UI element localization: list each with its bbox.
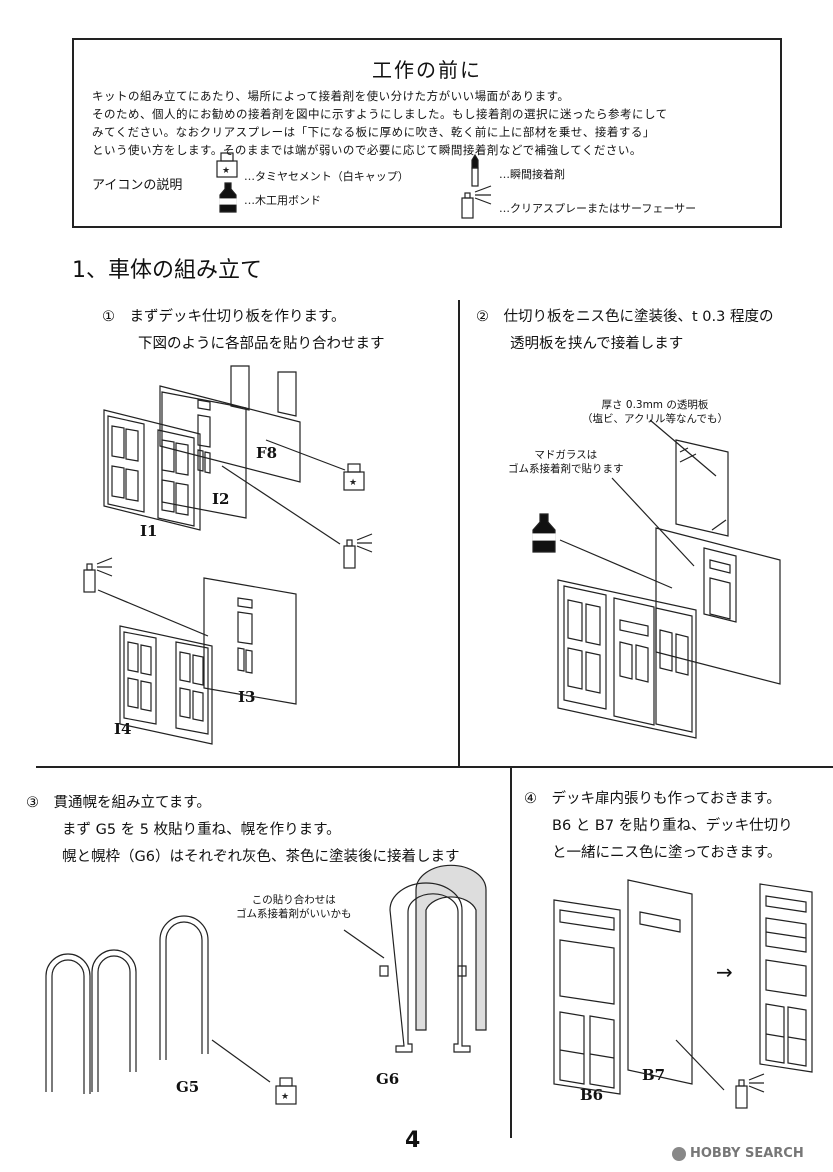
part-b7-panel bbox=[627, 879, 693, 1085]
horizontal-divider bbox=[36, 766, 833, 768]
note-line: マドガラスは bbox=[534, 449, 598, 461]
step3-line3: 幌と幌枠（G6）はそれぞれ灰色、茶色に塗装後に接着します bbox=[62, 849, 460, 865]
step2-line1: ② 仕切り板をニス色に塗装後、t 0.3 程度の bbox=[476, 309, 774, 325]
note-line: 厚さ 0.3mm の透明板 bbox=[601, 399, 709, 411]
leader-line bbox=[221, 465, 341, 545]
step4-line1: ④ デッキ扉内張りも作っておきます。 bbox=[524, 791, 781, 807]
super-glue-tube-icon bbox=[471, 153, 479, 187]
note-line: ゴム系接着剤で貼ります bbox=[508, 463, 624, 475]
part-b6-panel bbox=[553, 899, 621, 1095]
note-line: この貼り合わせは bbox=[251, 894, 336, 906]
vertical-divider-top bbox=[458, 300, 460, 766]
note-line: （塩ビ、アクリル等なんでも） bbox=[582, 413, 728, 425]
part-label-i4: I4 bbox=[114, 720, 132, 738]
step2-line2: 透明板を挟んで接着します bbox=[510, 336, 684, 352]
part-label-i2: I2 bbox=[212, 490, 230, 508]
result-arrow: → bbox=[716, 960, 733, 984]
step1-line2: 下図のように各部品を貼り合わせます bbox=[138, 336, 385, 352]
icon-legend-label: アイコンの説明 bbox=[92, 178, 183, 193]
step3-line1: ③ 貫通幌を組み立てます。 bbox=[26, 795, 211, 811]
part-label-f8: F8 bbox=[256, 444, 278, 462]
part-f8-panel bbox=[159, 365, 301, 483]
partition-panel-front bbox=[557, 579, 697, 739]
svg-text:★: ★ bbox=[222, 166, 230, 176]
step3-line2: まず G5 を 5 枚貼り重ね、幌を作ります。 bbox=[62, 822, 341, 838]
clear-spray-can-icon bbox=[343, 533, 373, 569]
watermark-text: HOBBY SEARCH bbox=[690, 1146, 804, 1161]
part-label-g5: G5 bbox=[176, 1078, 200, 1096]
clear-sheet-note: 厚さ 0.3mm の透明板 （塩ビ、アクリル等なんでも） bbox=[582, 398, 728, 426]
notice-title: 工作の前に bbox=[372, 58, 482, 82]
leader-line bbox=[675, 1039, 725, 1091]
notice-box: 工作の前に キットの組み立てにあたり、場所によって接着剤を使い分けた方がいい場面… bbox=[72, 38, 782, 228]
part-label-g6: G6 bbox=[376, 1070, 400, 1088]
clear-spray-can-icon bbox=[461, 185, 492, 219]
part-g6-frame bbox=[379, 864, 487, 1053]
tamiya-cement-bottle-icon: ★ bbox=[275, 1077, 297, 1105]
part-i3-panel bbox=[203, 577, 297, 705]
leader-line bbox=[559, 539, 673, 589]
tamiya-cement-bottle-icon: ★ bbox=[216, 152, 238, 178]
tamiya-cement-bottle-icon: ★ bbox=[343, 463, 365, 491]
part-g5-bellows bbox=[45, 915, 209, 1094]
note-line: ゴム系接着剤がいいかも bbox=[236, 908, 352, 920]
leader-line bbox=[343, 929, 385, 959]
leader-line bbox=[265, 439, 346, 471]
notice-line: そのため、個人的にお勧めの接着剤を図中に示すようにしました。もし接着剤の選択に迷… bbox=[92, 107, 668, 121]
part-i4-panel bbox=[119, 625, 213, 745]
wood-bond-bottle-icon bbox=[219, 182, 237, 213]
notice-line: キットの組み立てにあたり、場所によって接着剤を使い分けた方がいい場面があります。 bbox=[92, 89, 570, 103]
legend-text-spray: …クリアスプレーまたはサーフェーサー bbox=[499, 202, 697, 215]
clear-spray-can-icon bbox=[735, 1073, 765, 1109]
legend-text-super-glue: …瞬間接着剤 bbox=[499, 168, 565, 181]
part-label-i3: I3 bbox=[238, 688, 256, 706]
svg-text:★: ★ bbox=[281, 1092, 289, 1102]
legend-text-cement: …タミヤセメント（白キャップ） bbox=[244, 170, 409, 183]
partition-panel-back bbox=[655, 527, 781, 685]
window-glass-note: マドガラスは ゴム系接着剤で貼ります bbox=[508, 448, 624, 476]
part-label-i1: I1 bbox=[140, 522, 158, 540]
watermark-logo-icon bbox=[672, 1146, 686, 1161]
svg-text:★: ★ bbox=[349, 478, 357, 488]
section-title: 1、車体の組み立て bbox=[72, 258, 262, 283]
leader-line bbox=[97, 589, 209, 637]
step1-line1: ① まずデッキ仕切り板を作ります。 bbox=[102, 309, 346, 325]
wood-bond-bottle-icon bbox=[532, 513, 556, 553]
step4-line2: B6 と B7 を貼り重ね、デッキ仕切り bbox=[552, 818, 793, 834]
vertical-divider-bottom bbox=[510, 768, 512, 1138]
clear-spray-can-icon bbox=[83, 557, 113, 593]
page-number: 4 bbox=[405, 1128, 421, 1153]
leader-line bbox=[211, 1039, 271, 1083]
leader-line bbox=[611, 477, 695, 567]
notice-line: みてください。なおクリアスプレーは「下になる板に厚めに吹き、乾く前に上に部材を乗… bbox=[92, 125, 655, 139]
rubber-glue-note: この貼り合わせは ゴム系接着剤がいいかも bbox=[236, 893, 352, 921]
clear-sheet bbox=[675, 439, 729, 537]
step4-line3: と一緒にニス色に塗っておきます。 bbox=[552, 845, 782, 861]
legend-text-bond: …木工用ボンド bbox=[244, 194, 321, 207]
assembled-door-lining bbox=[759, 883, 813, 1073]
part-i1-panel bbox=[103, 409, 201, 531]
watermark: HOBBY SEARCH bbox=[672, 1146, 804, 1161]
leader-line bbox=[649, 419, 717, 477]
